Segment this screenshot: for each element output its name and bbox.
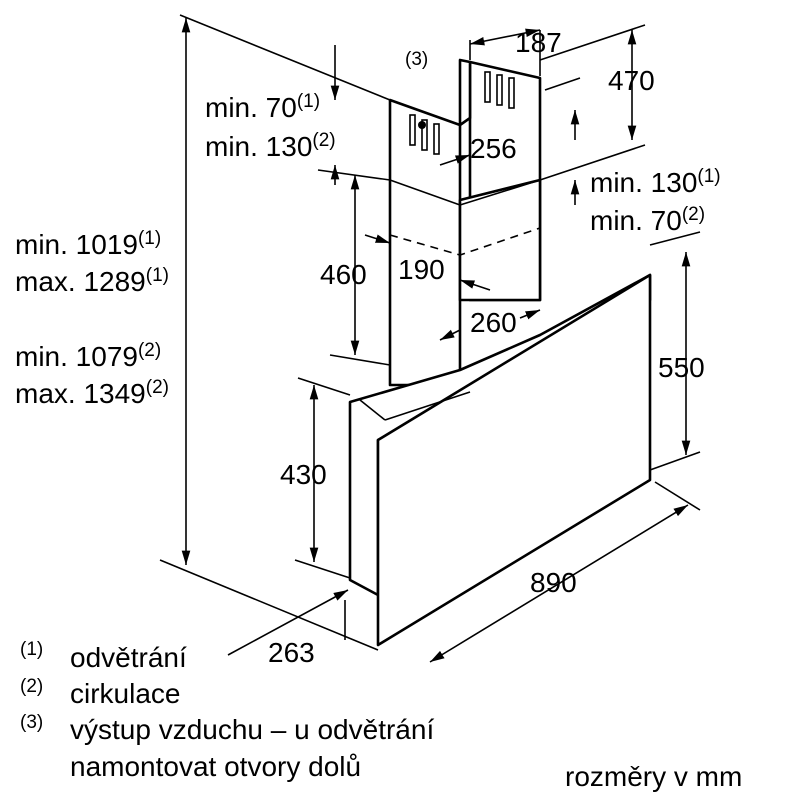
dim-890: 890 bbox=[530, 567, 577, 598]
legend: (1) odvětrání (2) cirkulace (3) výstup v… bbox=[20, 639, 434, 782]
dim-190: 190 bbox=[398, 254, 445, 285]
dim-total-vent-max: max. 1289(1) bbox=[15, 265, 169, 297]
chimney bbox=[388, 58, 542, 387]
legend-text-2: cirkulace bbox=[70, 678, 180, 709]
dim-460: 460 bbox=[320, 259, 367, 290]
vent-slots bbox=[409, 71, 515, 155]
dim-187: 187 bbox=[515, 27, 562, 58]
legend-text-3-cont: namontovat otvory dolů bbox=[70, 751, 361, 782]
legend-marker-2: (2) bbox=[20, 676, 43, 697]
dim-right-min-circ: min. 70(2) bbox=[590, 204, 705, 236]
dim-top-min-vent: min. 70(1) bbox=[205, 91, 320, 123]
legend-text-3: výstup vzduchu – u odvětrání bbox=[70, 714, 434, 745]
units-note: rozměry v mm bbox=[565, 761, 742, 792]
legend-text-1: odvětrání bbox=[70, 642, 187, 673]
dim-256: 256 bbox=[470, 133, 517, 164]
dim-550: 550 bbox=[658, 352, 705, 383]
legend-marker-3: (3) bbox=[20, 712, 43, 733]
outlet-marker: (3) bbox=[405, 49, 428, 70]
legend-marker-1: (1) bbox=[20, 639, 43, 660]
dim-right-min-vent: min. 130(1) bbox=[590, 166, 721, 198]
dim-total-circ-min: min. 1079(2) bbox=[15, 340, 161, 372]
dim-total-circ-max: max. 1349(2) bbox=[15, 377, 169, 409]
dim-top-min-circ: min. 130(2) bbox=[205, 130, 336, 162]
dimension-lines bbox=[159, 14, 701, 663]
dim-260: 260 bbox=[470, 307, 517, 338]
dim-470: 470 bbox=[608, 65, 655, 96]
dim-total-vent-min: min. 1019(1) bbox=[15, 228, 161, 260]
dim-263: 263 bbox=[268, 637, 315, 668]
dim-430: 430 bbox=[280, 459, 327, 490]
